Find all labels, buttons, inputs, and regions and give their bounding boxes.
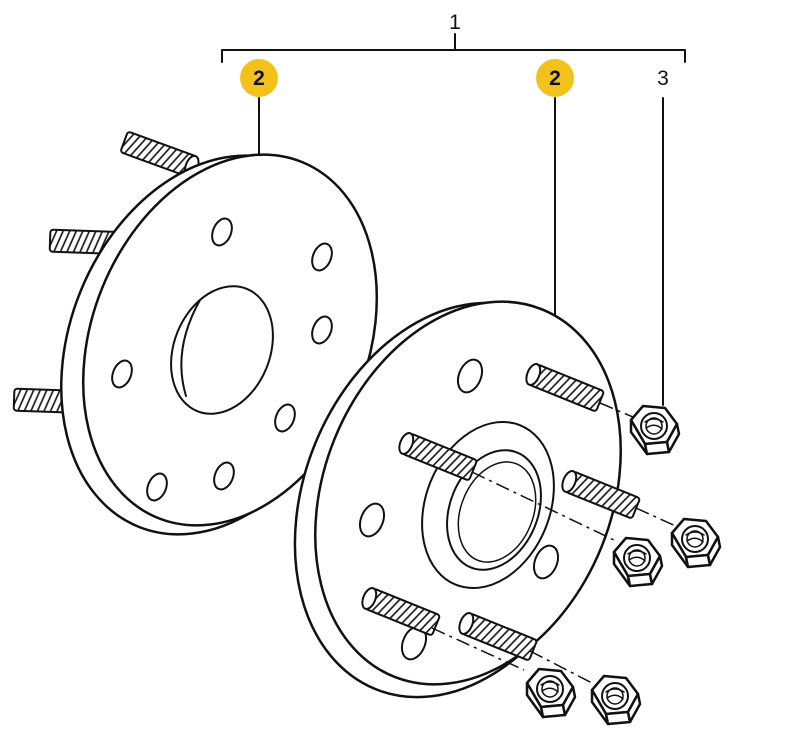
wheel-nut-4 — [525, 667, 577, 719]
callout-1-label: 1 — [449, 11, 461, 34]
wheel-nut-5 — [590, 674, 642, 726]
callout-3: 3 — [657, 67, 669, 406]
callout-2-right-label: 2 — [549, 67, 561, 90]
callout-3-label: 3 — [657, 67, 669, 90]
callout-2-right: 2 — [536, 59, 574, 321]
callout-2-right-badge — [536, 59, 574, 97]
assembly-bracket — [221, 33, 686, 63]
callout-2-left-badge — [240, 59, 278, 97]
wheel-nut-3 — [612, 536, 664, 588]
wheel-spacer-right — [293, 300, 681, 699]
wheel-nut-1 — [629, 404, 681, 456]
callout-2-left-label: 2 — [253, 67, 265, 90]
wheel-nut-2 — [670, 517, 722, 569]
callout-2-left: 2 — [240, 59, 278, 159]
